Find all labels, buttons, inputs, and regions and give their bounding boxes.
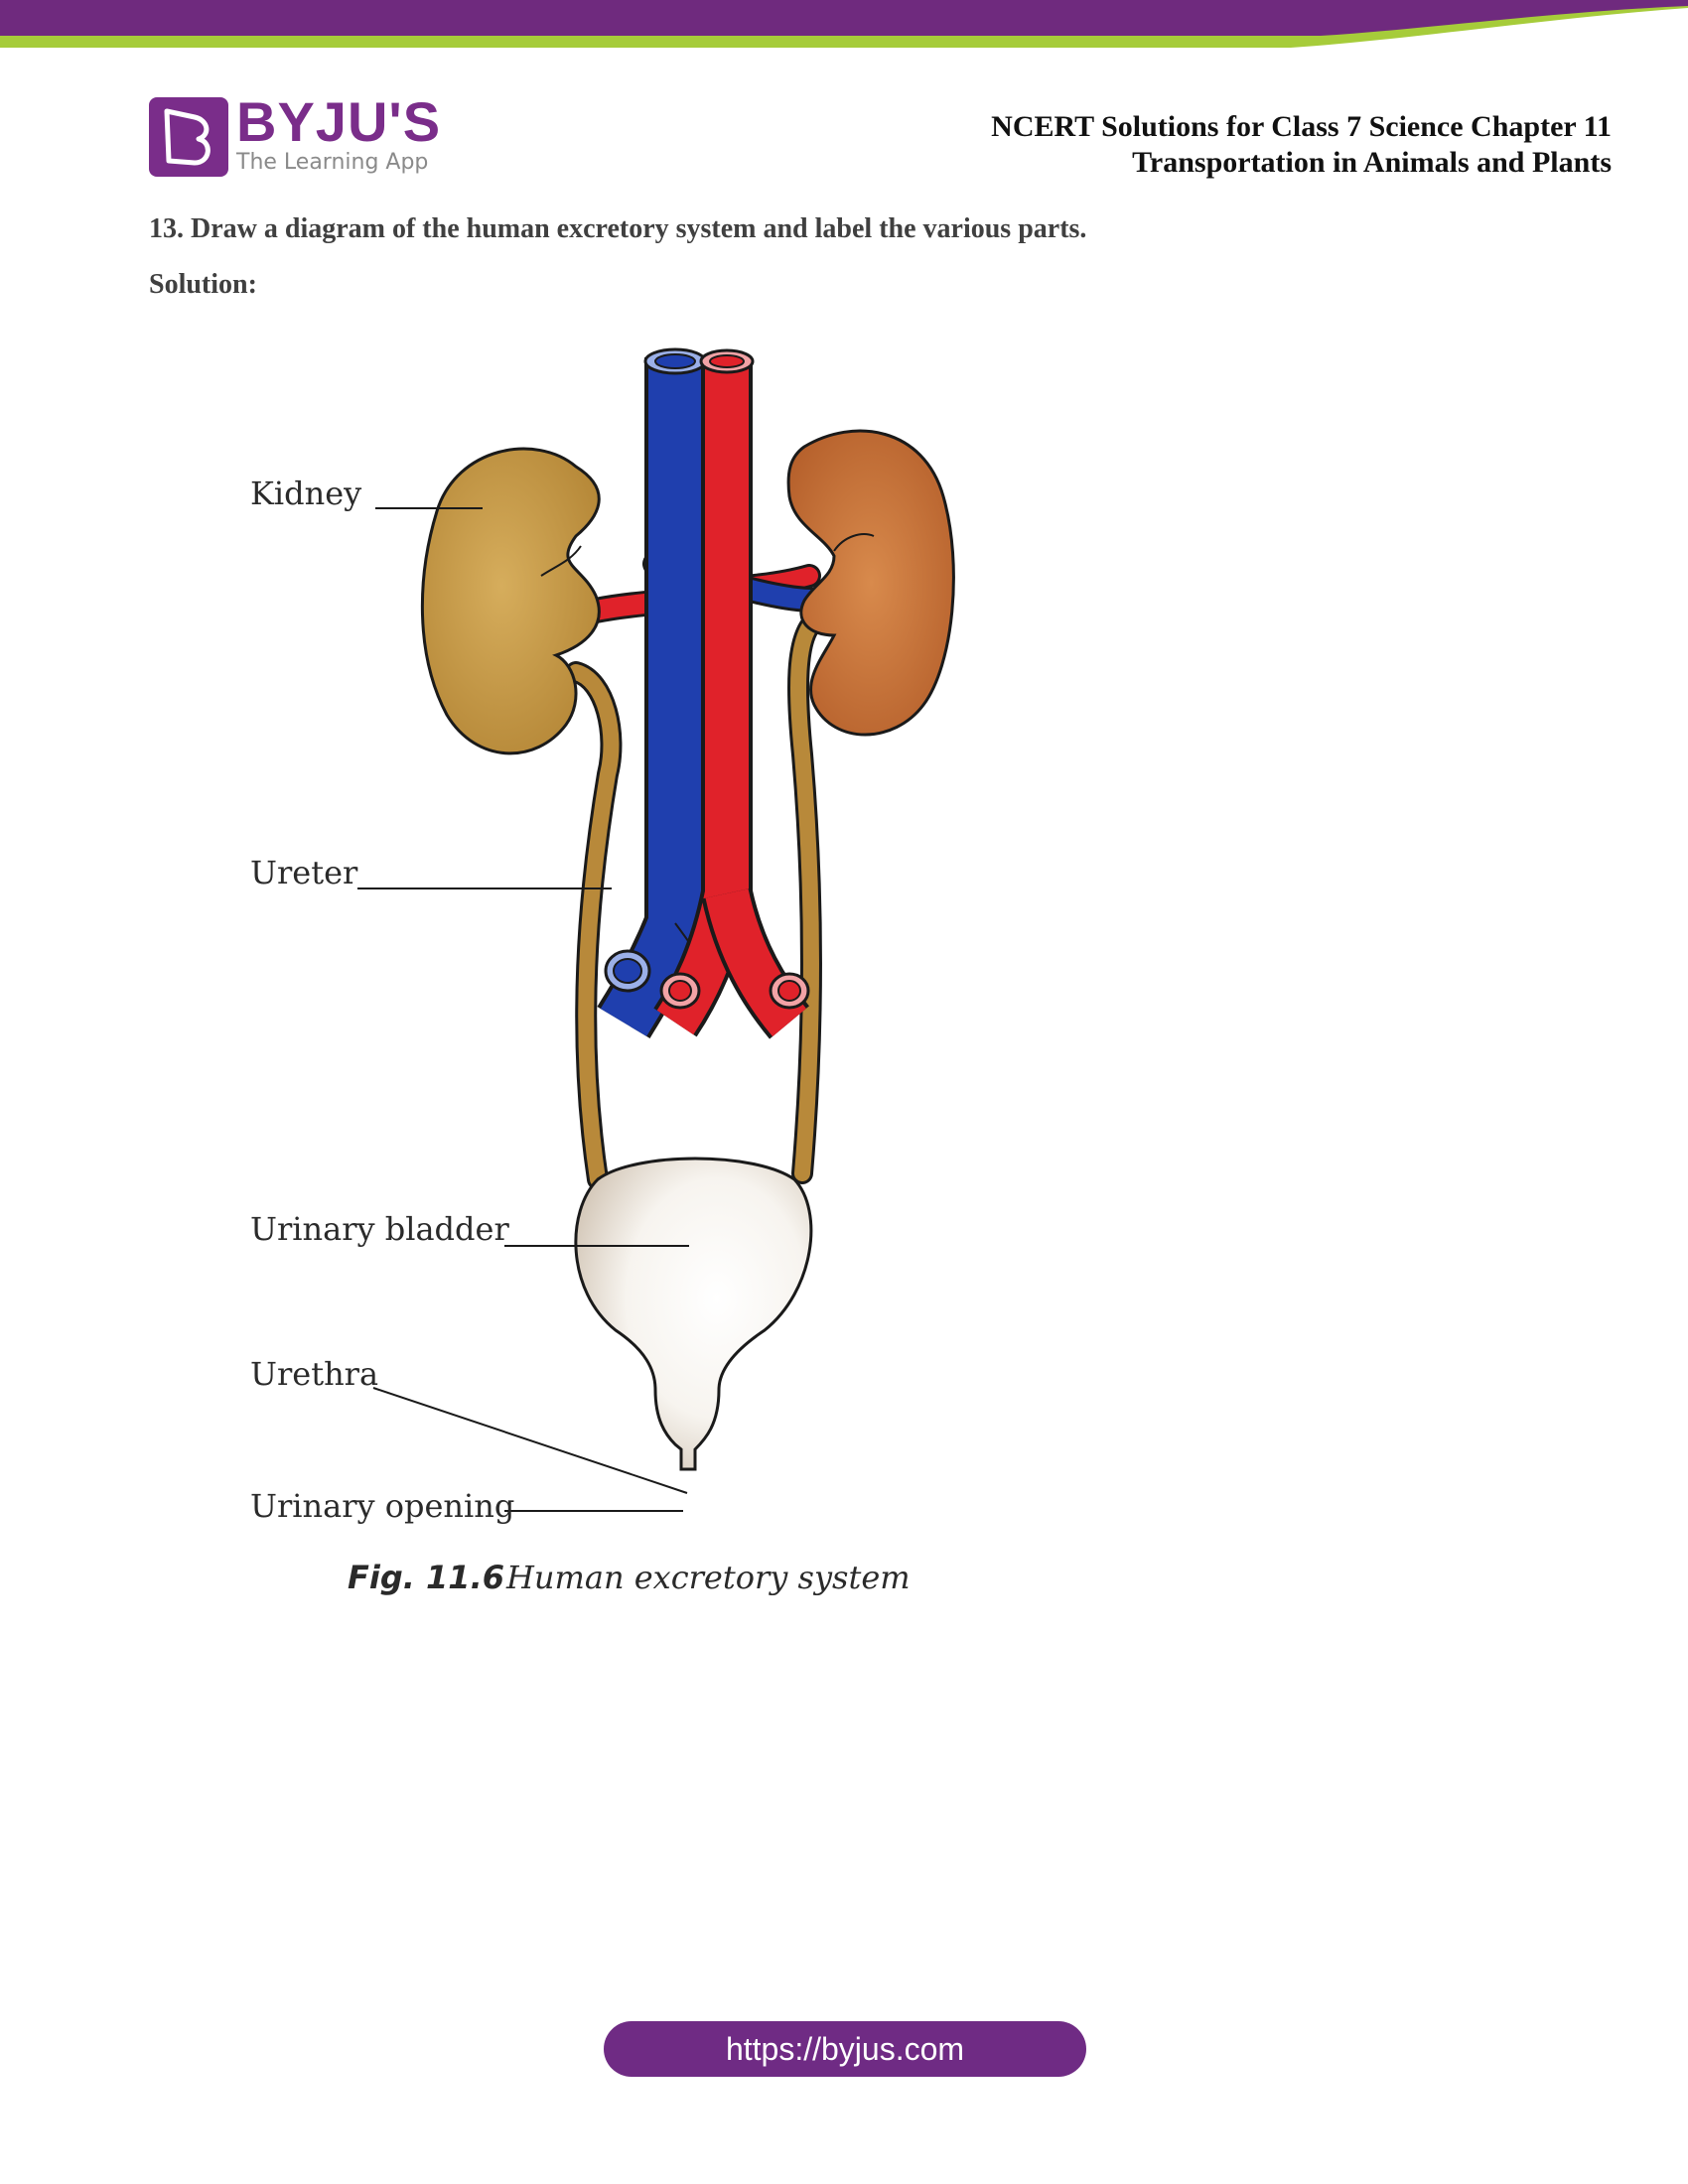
label-urethra: Urethra [250, 1355, 378, 1393]
logo-mark-icon [149, 97, 228, 177]
label-urinary-bladder: Urinary bladder [250, 1210, 509, 1248]
right-kidney [786, 429, 955, 737]
urinary-bladder [574, 1157, 813, 1471]
label-ureter: Ureter [250, 854, 358, 891]
figure-caption-number: Fig. 11.6 [348, 1559, 504, 1596]
question-text: 13. Draw a diagram of the human excretor… [149, 213, 1087, 244]
excretory-system-diagram: Kidney Ureter Urinary bladder Urethra Ur… [238, 338, 963, 1608]
figure-caption-text: Human excretory system [505, 1559, 911, 1596]
brand-tagline: The Learning App [236, 150, 429, 175]
label-urinary-opening: Urinary opening [250, 1487, 514, 1525]
header-line-1: NCERT Solutions for Class 7 Science Chap… [991, 110, 1612, 143]
header-line-2: Transportation in Animals and Plants [1132, 146, 1612, 179]
footer-url-link[interactable]: https://byjus.com [604, 2021, 1086, 2077]
document-header: NCERT Solutions for Class 7 Science Chap… [991, 109, 1612, 181]
left-kidney [420, 447, 601, 755]
brand-name: BYJU'S [236, 90, 442, 153]
byjus-logo: BYJU'S The Learning App [149, 90, 440, 181]
label-kidney: Kidney [250, 475, 361, 512]
solution-label: Solution: [149, 269, 257, 300]
top-banner [0, 0, 1688, 60]
